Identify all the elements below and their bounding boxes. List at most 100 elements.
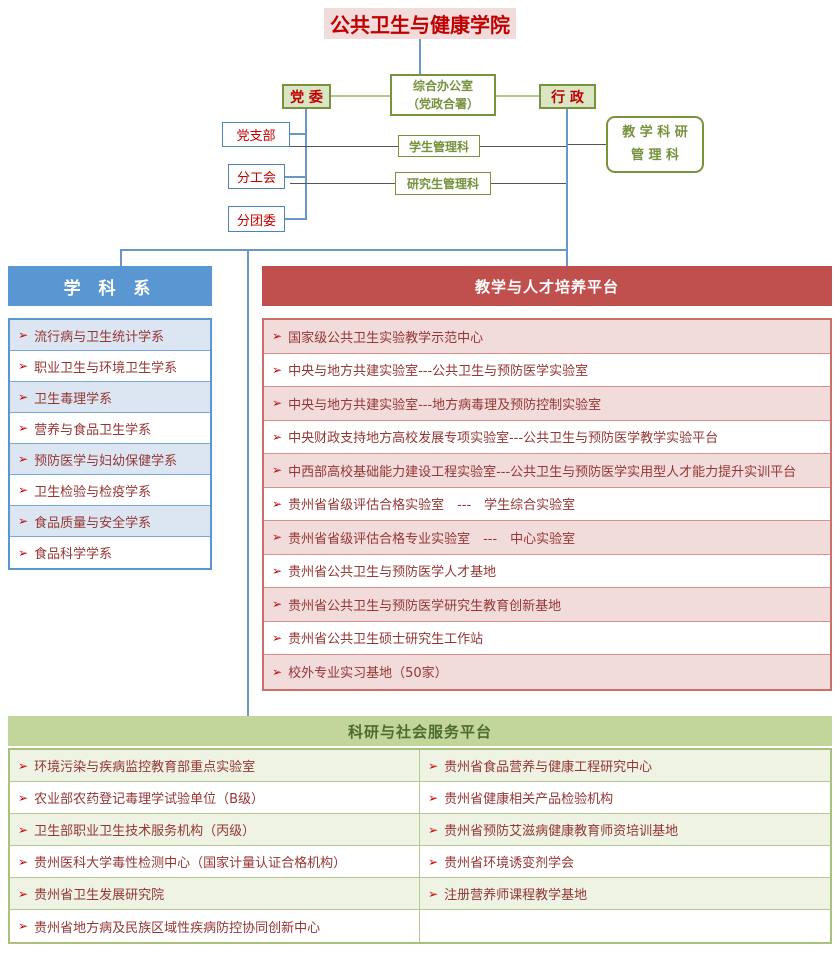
research-row: ➢ 贵州医科大学毒性检测中心（国家计量认证合格机构） ➢ 贵州省环境诱变剂学会 bbox=[10, 846, 830, 878]
arrow-bullet-icon: ➢ bbox=[272, 429, 283, 444]
arrow-bullet-icon: ➢ bbox=[428, 790, 439, 805]
teaching-platform-item: ➢ 贵州省省级评估合格实验室 --- 学生综合实验室 bbox=[264, 488, 830, 521]
arrow-bullet-icon: ➢ bbox=[272, 563, 283, 578]
teaching-platform-item: ➢ 国家级公共卫生实验教学示范中心 bbox=[264, 320, 830, 354]
departments-list: ➢ 流行病与卫生统计学系 ➢ 职业卫生与环境卫生学系 ➢ 卫生毒理学系 ➢ 营养… bbox=[8, 318, 212, 570]
teaching-platform-item-label: 中央与地方共建实验室---地方病毒理及预防控制实验室 bbox=[288, 397, 602, 413]
graduate-affairs-box: 研究生管理科 bbox=[395, 172, 491, 195]
arrow-bullet-icon: ➢ bbox=[428, 886, 439, 901]
arrow-bullet-icon: ➢ bbox=[18, 790, 29, 805]
department-item-label: 食品质量与安全学系 bbox=[34, 515, 152, 531]
teaching-platform-header: 教学与人才培养平台 bbox=[262, 266, 832, 306]
department-item-label: 卫生毒理学系 bbox=[34, 391, 113, 407]
arrow-bullet-icon: ➢ bbox=[272, 597, 283, 612]
teaching-platform-item: ➢ 校外专业实习基地（50家） bbox=[264, 655, 830, 689]
connector-teaching-research bbox=[568, 144, 606, 145]
research-platform-section: 科研与社会服务平台 ➢ 环境污染与疾病监控教育部重点实验室 ➢ 贵州省食品营养与… bbox=[8, 716, 832, 944]
arrow-bullet-icon: ➢ bbox=[18, 514, 29, 528]
research-item-label: 贵州省健康相关产品检验机构 bbox=[444, 792, 614, 807]
administration-box: 行 政 bbox=[539, 84, 596, 109]
departments-section: 学 科 系 ➢ 流行病与卫生统计学系 ➢ 职业卫生与环境卫生学系 ➢ 卫生毒理学… bbox=[8, 266, 212, 570]
arrow-bullet-icon: ➢ bbox=[272, 630, 283, 645]
teaching-platform-item-label: 中央财政支持地方高校发展专项实验室---公共卫生与预防医学教学实验平台 bbox=[288, 431, 719, 447]
arrow-bullet-icon: ➢ bbox=[272, 463, 283, 478]
department-item: ➢ 卫生检验与检疫学系 bbox=[10, 475, 210, 506]
arrow-bullet-icon: ➢ bbox=[18, 452, 29, 466]
arrow-bullet-icon: ➢ bbox=[272, 396, 283, 411]
research-cell-left: ➢ 贵州省地方病及民族区域性疾病防控协同创新中心 bbox=[10, 910, 420, 942]
teaching-research-label-line1: 教 学 科 研 bbox=[622, 124, 688, 140]
research-cell-left: ➢ 环境污染与疾病监控教育部重点实验室 bbox=[10, 750, 420, 781]
research-item-label: 贵州省预防艾滋病健康教育师资培训基地 bbox=[444, 824, 679, 839]
research-cell-right: ➢ 贵州省预防艾滋病健康教育师资培训基地 bbox=[420, 814, 830, 845]
connector-party-office bbox=[331, 95, 390, 97]
department-item-label: 流行病与卫生统计学系 bbox=[34, 329, 165, 345]
teaching-platform-item-label: 校外专业实习基地（50家） bbox=[288, 666, 448, 682]
teaching-platform-item: ➢ 贵州省公共卫生硕士研究生工作站 bbox=[264, 622, 830, 655]
research-cell-left: ➢ 贵州医科大学毒性检测中心（国家计量认证合格机构） bbox=[10, 846, 420, 877]
teaching-platform-section: 教学与人才培养平台 ➢ 国家级公共卫生实验教学示范中心 ➢ 中央与地方共建实验室… bbox=[262, 266, 832, 691]
arrow-bullet-icon: ➢ bbox=[428, 854, 439, 869]
sub-union-box: 分工会 bbox=[228, 164, 285, 189]
arrow-bullet-icon: ➢ bbox=[272, 362, 283, 377]
department-item: ➢ 卫生毒理学系 bbox=[10, 382, 210, 413]
research-row: ➢ 贵州省卫生发展研究院 ➢ 注册营养师课程教学基地 bbox=[10, 878, 830, 910]
research-row: ➢ 环境污染与疾病监控教育部重点实验室 ➢ 贵州省食品营养与健康工程研究中心 bbox=[10, 750, 830, 782]
arrow-bullet-icon: ➢ bbox=[428, 822, 439, 837]
department-item: ➢ 预防医学与妇幼保健学系 bbox=[10, 444, 210, 475]
arrow-bullet-icon: ➢ bbox=[18, 919, 29, 933]
research-item-label: 农业部农药登记毒理学试验单位（B级） bbox=[34, 792, 264, 807]
teaching-platform-item-label: 国家级公共卫生实验教学示范中心 bbox=[288, 330, 484, 346]
arrow-bullet-icon: ➢ bbox=[18, 359, 29, 373]
teaching-platform-item-label: 贵州省公共卫生与预防医学人才基地 bbox=[288, 565, 497, 581]
connector-research-drop bbox=[247, 249, 249, 716]
research-cell-right: ➢ 贵州省食品营养与健康工程研究中心 bbox=[420, 750, 830, 781]
research-item-label: 贵州省环境诱变剂学会 bbox=[444, 856, 575, 871]
teaching-platform-item-label: 贵州省公共卫生与预防医学研究生教育创新基地 bbox=[288, 598, 562, 614]
teaching-platform-item: ➢ 贵州省公共卫生与预防医学人才基地 bbox=[264, 555, 830, 588]
teaching-platform-item-label: 中央与地方共建实验室---公共卫生与预防医学实验室 bbox=[288, 364, 589, 380]
department-item: ➢ 食品科学学系 bbox=[10, 537, 210, 568]
teaching-platform-item: ➢ 中央与地方共建实验室---公共卫生与预防医学实验室 bbox=[264, 354, 830, 387]
research-cell-right: ➢ 贵州省环境诱变剂学会 bbox=[420, 846, 830, 877]
arrow-bullet-icon: ➢ bbox=[272, 530, 283, 545]
sub-league-box: 分团委 bbox=[228, 206, 285, 232]
connector-title-drop bbox=[419, 38, 421, 96]
arrow-bullet-icon: ➢ bbox=[18, 758, 29, 773]
department-item-label: 营养与食品卫生学系 bbox=[34, 422, 152, 438]
department-item: ➢ 营养与食品卫生学系 bbox=[10, 413, 210, 444]
research-item-label: 贵州医科大学毒性检测中心（国家计量认证合格机构） bbox=[34, 856, 347, 871]
arrow-bullet-icon: ➢ bbox=[272, 496, 283, 511]
connector-union-stub bbox=[284, 176, 306, 178]
arrow-bullet-icon: ➢ bbox=[18, 328, 29, 342]
research-platform-header: 科研与社会服务平台 bbox=[8, 716, 832, 746]
arrow-bullet-icon: ➢ bbox=[272, 329, 283, 344]
teaching-platform-list: ➢ 国家级公共卫生实验教学示范中心 ➢ 中央与地方共建实验室---公共卫生与预防… bbox=[262, 318, 832, 691]
department-item-label: 食品科学学系 bbox=[34, 547, 113, 562]
teaching-platform-item: ➢ 贵州省省级评估合格专业实验室 --- 中心实验室 bbox=[264, 521, 830, 555]
connector-branch-stub bbox=[289, 133, 306, 135]
teaching-platform-item-label: 贵州省省级评估合格专业实验室 --- 中心实验室 bbox=[288, 531, 576, 547]
research-cell-right: ➢ 贵州省健康相关产品检验机构 bbox=[420, 782, 830, 813]
general-office-label: 综合办公室 bbox=[412, 79, 473, 93]
party-branch-box: 党支部 bbox=[222, 122, 290, 147]
party-committee-box: 党 委 bbox=[282, 84, 331, 109]
department-item: ➢ 职业卫生与环境卫生学系 bbox=[10, 351, 210, 382]
teaching-platform-item: ➢ 中央财政支持地方高校发展专项实验室---公共卫生与预防医学教学实验平台 bbox=[264, 421, 830, 454]
department-item-label: 预防医学与妇幼保健学系 bbox=[34, 453, 178, 469]
general-office-box: 综合办公室 （党政合署） bbox=[390, 74, 496, 116]
connector-office-admin bbox=[496, 95, 540, 97]
connector-departments-drop bbox=[120, 249, 122, 266]
arrow-bullet-icon: ➢ bbox=[18, 854, 29, 869]
research-item-label: 卫生部职业卫生技术服务机构（丙级） bbox=[34, 824, 256, 839]
research-cell-right: ➢ bbox=[420, 910, 830, 942]
teaching-platform-item: ➢ 中央与地方共建实验室---地方病毒理及预防控制实验室 bbox=[264, 387, 830, 421]
arrow-bullet-icon: ➢ bbox=[18, 421, 29, 435]
research-cell-left: ➢ 卫生部职业卫生技术服务机构（丙级） bbox=[10, 814, 420, 845]
arrow-bullet-icon: ➢ bbox=[18, 390, 29, 404]
arrow-bullet-icon: ➢ bbox=[428, 758, 439, 773]
connector-admin-down bbox=[566, 109, 568, 266]
research-cell-left: ➢ 贵州省卫生发展研究院 bbox=[10, 878, 420, 909]
general-office-sublabel: （党政合署） bbox=[406, 97, 479, 111]
research-row: ➢ 卫生部职业卫生技术服务机构（丙级） ➢ 贵州省预防艾滋病健康教育师资培训基地 bbox=[10, 814, 830, 846]
